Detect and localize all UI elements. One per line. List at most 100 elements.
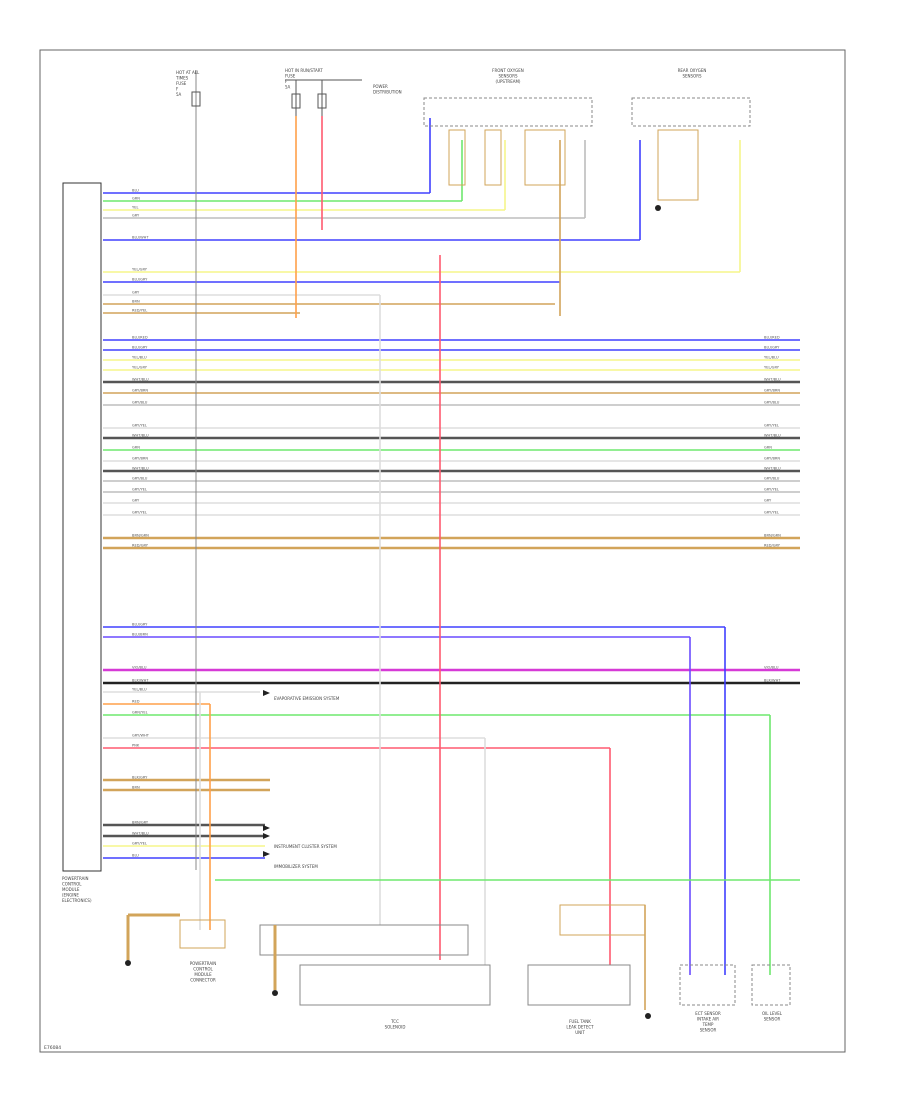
component-label-line: SOLENOID: [385, 1025, 406, 1030]
component-label-line: 5A: [285, 85, 291, 90]
wire-label-right: RED/GRY: [764, 544, 781, 548]
wire-label-right: YEL/GRY: [764, 366, 780, 370]
component-label-line: POWERTRAIN: [62, 876, 89, 881]
wire-label-left: GRY/BLU: [132, 477, 148, 481]
wire-label-right: WHT/BLU: [764, 434, 781, 438]
wire-label-left: GRN: [132, 197, 140, 201]
control-module-label: POWERTRAINCONTROLMODULE(ENGINEELECTRONIC…: [62, 876, 92, 903]
component-label-line: TCC: [390, 1019, 399, 1024]
wire-label-left: BLU/BRN: [132, 633, 148, 637]
component-label-line: (ENGINE: [62, 893, 79, 898]
wire-label-left: BRN: [132, 300, 140, 304]
component-label-line: POWERTRAIN: [190, 961, 217, 966]
wire-label-left: RED/GRY: [132, 544, 149, 548]
wire-label-left: BLU/WHT: [132, 236, 149, 240]
wire-label-left: YEL/GRY: [132, 268, 148, 272]
component-label-line: REAR OXYGEN: [678, 68, 707, 73]
component-label-line: DISTRIBUTION: [373, 90, 402, 95]
component-label-line: CONNECTOR: [190, 978, 216, 983]
wire-label-left: BLU/GRY: [132, 278, 148, 282]
wire-label-left: BRN: [132, 786, 140, 790]
wire-label-right: BLK/WHT: [764, 679, 781, 683]
wire-label-right: VIO/BLU: [764, 666, 779, 670]
wire-label-right: GRN: [764, 446, 772, 450]
component-label-line: FUSE: [176, 81, 187, 86]
component-label-line: FUSE: [285, 74, 296, 79]
wire-label-left: PNK: [132, 744, 140, 748]
component-label-line: LEAK DETECT: [566, 1025, 594, 1030]
wire-label-left: BLU/GRY: [132, 623, 148, 627]
component-label-line: MODULE: [194, 972, 212, 977]
wire-label-left: GRN: [132, 446, 140, 450]
wire-label-left: GRY/BRN: [132, 389, 148, 393]
wire-label-left: GRY: [132, 214, 140, 218]
component-label-line: (UPSTREAM): [496, 79, 521, 84]
wire-label-right: GRY/BRN: [764, 389, 780, 393]
wire-label-left: GRY/WHT: [132, 734, 150, 738]
wire-label-right: WHT/BLU: [764, 378, 781, 382]
wire-label-right: GRY/YEL: [764, 511, 779, 515]
component-label-line: CONTROL: [193, 967, 213, 972]
component-label-line: F: [285, 79, 288, 84]
wire-label-left: BRN/GRY: [132, 821, 149, 825]
component-label-line: HOT AT ALL: [176, 70, 200, 75]
wire-label-right: GRY/YEL: [764, 488, 779, 492]
component-label-line: SENSORS: [498, 74, 518, 79]
wire-label-left: BLU/GRY: [132, 346, 148, 350]
component-label-line: TEMP: [702, 1022, 714, 1027]
component-label-line: CONTROL: [62, 882, 82, 887]
component-label-line: INTAKE AIR: [697, 1017, 719, 1022]
component-label-line: HOT IN RUN/START: [285, 68, 323, 73]
wire-label-left: YEL/BLU: [132, 688, 147, 692]
wire-label-right: GRY/YEL: [764, 424, 779, 428]
component-label-line: 5A: [176, 92, 182, 97]
diagram-id: E76084: [44, 1045, 61, 1051]
wire-label-left: GRY/YEL: [132, 424, 147, 428]
component-label-line: SENSOR: [700, 1028, 717, 1033]
component-label-line: TIMES: [175, 76, 189, 81]
wire-label-right: BRN/GRN: [764, 534, 781, 538]
reference-arrows: EVAPORATIVE EMISSION SYSTEM INSTRUMENT C…: [263, 690, 340, 869]
wire-label-left: BRN/GRN: [132, 534, 149, 538]
wire-label-left: VIO/BLU: [132, 666, 147, 670]
component-label-line: FUEL TANK: [569, 1019, 591, 1024]
wire-label-left: GRN/YEL: [132, 711, 148, 715]
wire-label-left: BLK/GRY: [132, 776, 148, 780]
diagram-frame: [39, 49, 846, 1053]
wire-label-left: GRY/BLU: [132, 401, 148, 405]
wire-label-left: RED/YEL: [132, 309, 147, 313]
wire-label-left: YEL: [132, 206, 138, 210]
component-label-line: F: [176, 87, 179, 92]
wire-label-left: GRY/YEL: [132, 842, 147, 846]
wire-label-right: GRY/BLU: [764, 401, 780, 405]
component-label-line: UNIT: [575, 1030, 585, 1035]
wire-label-left: GRY: [132, 499, 140, 503]
wire-label-left: RED: [132, 700, 140, 704]
wire-label-left: YEL/GRY: [132, 366, 148, 370]
wire-label-right: WHT/BLU: [764, 467, 781, 471]
ref-immobilizer: IMMOBILIZER SYSTEM: [274, 864, 318, 869]
wire-label-left: BLK/WHT: [132, 679, 149, 683]
component-label-line: SENSORS: [682, 74, 702, 79]
wire-label-left: GRY/YEL: [132, 511, 147, 515]
wire-label-left: WHT/BLU: [132, 378, 149, 382]
wire-label-left: GRY/BRN: [132, 457, 148, 461]
control-module-block: [62, 182, 102, 872]
component-label-line: POWER: [373, 84, 388, 89]
component-label-line: ECT SENSOR: [695, 1011, 721, 1016]
wire-label-right: GRY/BRN: [764, 457, 780, 461]
wire-label-left: GRY: [132, 291, 140, 295]
wire-label-right: BLU/GRY: [764, 346, 780, 350]
wire-layer: BLU GRN YEL GRY BLU/WHT YEL/GRY BLU/GRY GRY BRN R…: [103, 116, 800, 1010]
wire-label-right: GRY: [764, 499, 772, 503]
wire-label-left: BLU: [132, 854, 139, 858]
